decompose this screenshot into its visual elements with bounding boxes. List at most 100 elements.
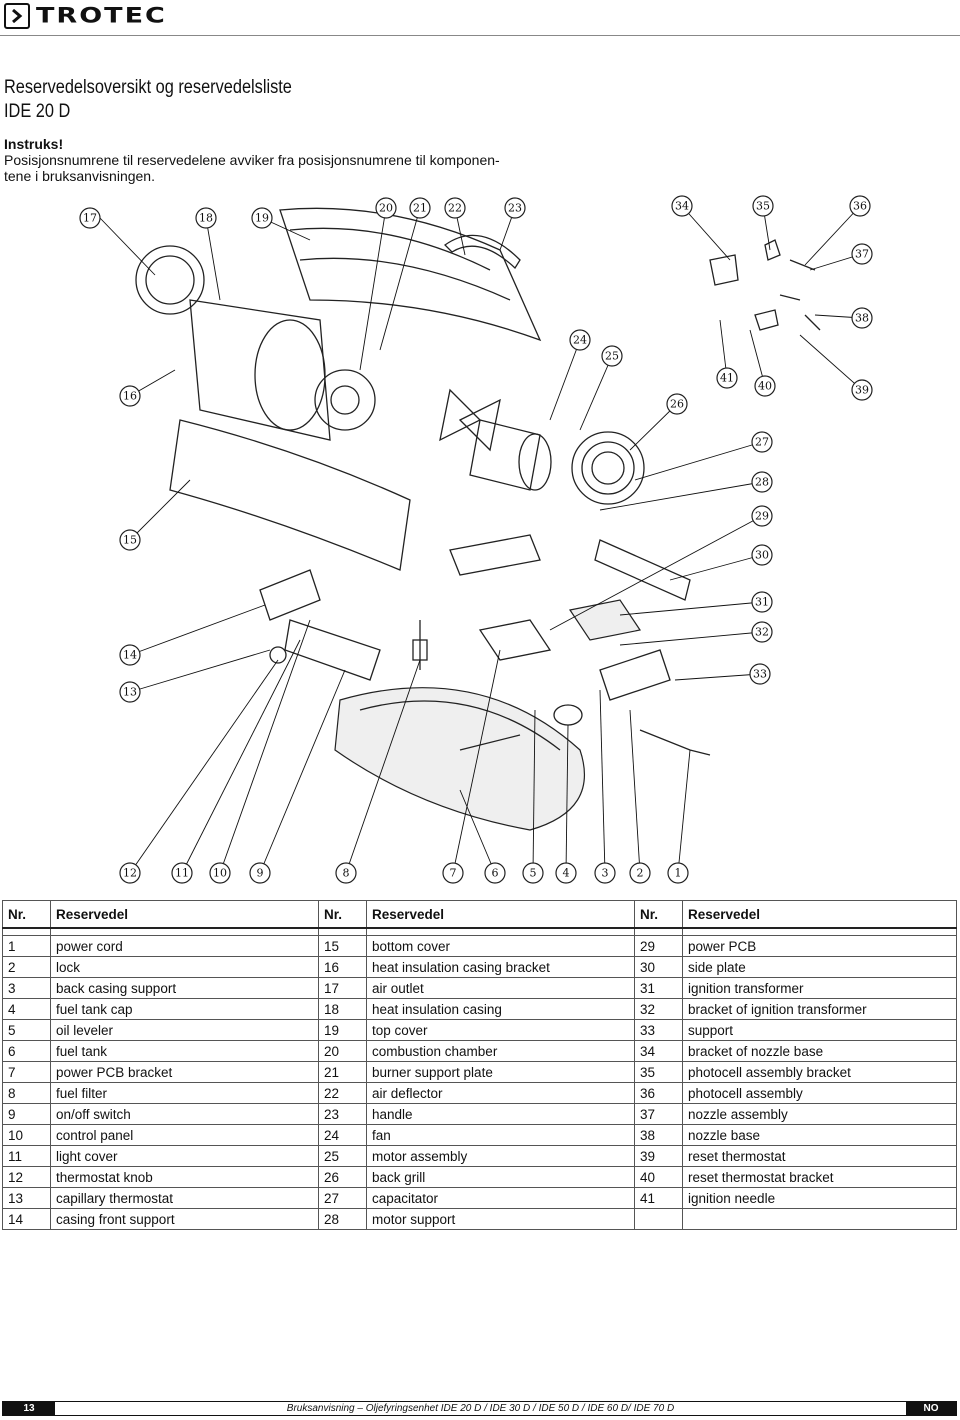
- cell-nr: 23: [318, 1103, 367, 1125]
- callout-23: 23: [504, 197, 526, 219]
- cell-nr: 21: [318, 1061, 367, 1083]
- cell-nr: 19: [318, 1019, 367, 1041]
- cell-nr: 7: [2, 1061, 51, 1083]
- callout-36: 36: [849, 195, 871, 217]
- callout-number: 38: [855, 312, 869, 325]
- cell-part-name: light cover: [50, 1145, 319, 1167]
- callout-17: 17: [79, 207, 101, 229]
- callout-12: 12: [119, 862, 141, 884]
- cell-nr: 28: [318, 1208, 367, 1230]
- cell-part-name: fuel filter: [50, 1082, 319, 1104]
- callout-22: 22: [444, 197, 466, 219]
- instruction-heading: Instruks!: [4, 136, 64, 152]
- cell-part-name: handle: [366, 1103, 635, 1125]
- cell-part-name: power PCB: [682, 935, 957, 957]
- callout-number: 10: [213, 867, 227, 880]
- cell-nr: 6: [2, 1040, 51, 1062]
- callout-8: 8: [335, 862, 357, 884]
- cell-nr: 13: [2, 1187, 51, 1209]
- cell-nr: 37: [634, 1103, 683, 1125]
- callout-40: 40: [754, 375, 776, 397]
- callout-number: 7: [450, 867, 457, 880]
- callout-number: 31: [755, 596, 769, 609]
- callout-20: 20: [375, 197, 397, 219]
- callout-number: 32: [755, 626, 769, 639]
- callout-29: 29: [751, 505, 773, 527]
- callout-39: 39: [851, 379, 873, 401]
- cell-part-name: fuel tank cap: [50, 998, 319, 1020]
- cell-part-name: power PCB bracket: [50, 1061, 319, 1083]
- cell-part-name: support: [682, 1019, 957, 1041]
- cell-part-name: capacitator: [366, 1187, 635, 1209]
- cell-part-name: bracket of nozzle base: [682, 1040, 957, 1062]
- cell-part-name: nozzle assembly: [682, 1103, 957, 1125]
- cell-nr: 38: [634, 1124, 683, 1146]
- language-badge: NO: [906, 1402, 956, 1415]
- header-nr-2: Nr.: [318, 900, 367, 929]
- callout-15: 15: [119, 529, 141, 551]
- cell-part-name: back grill: [366, 1166, 635, 1188]
- callout-number: 17: [83, 212, 97, 225]
- cell-nr: 12: [2, 1166, 51, 1188]
- title-line-1: Reservedelsoversikt og reservedelsliste: [4, 77, 292, 98]
- callout-31: 31: [751, 591, 773, 613]
- cell-nr: 4: [2, 998, 51, 1020]
- callout-7: 7: [442, 862, 464, 884]
- cell-part-name: air outlet: [366, 977, 635, 999]
- cell-nr: 1: [2, 935, 51, 957]
- cell-part-name: bottom cover: [366, 935, 635, 957]
- cell-part-name: photocell assembly: [682, 1082, 957, 1104]
- cell-part-name: [682, 1208, 957, 1230]
- callout-32: 32: [751, 621, 773, 643]
- callout-number: 2: [637, 867, 644, 880]
- cell-nr: 8: [2, 1082, 51, 1104]
- callout-6: 6: [484, 862, 506, 884]
- page-title: Reservedelsoversikt og reservedelsliste …: [4, 76, 292, 124]
- callout-number: 35: [756, 200, 770, 213]
- callout-number: 28: [755, 476, 769, 489]
- callout-number: 4: [563, 867, 570, 880]
- cell-nr: 2: [2, 956, 51, 978]
- callout-18: 18: [195, 207, 217, 229]
- cell-nr: 41: [634, 1187, 683, 1209]
- callout-number: 39: [855, 384, 869, 397]
- callout-number: 12: [123, 867, 137, 880]
- callout-number: 37: [855, 248, 869, 261]
- callout-number: 3: [602, 867, 609, 880]
- callout-30: 30: [751, 544, 773, 566]
- callout-13: 13: [119, 681, 141, 703]
- header-nr-3: Nr.: [634, 900, 683, 929]
- callout-number: 1: [675, 867, 682, 880]
- page-number: 13: [3, 1402, 55, 1415]
- cell-part-name: burner support plate: [366, 1061, 635, 1083]
- callout-1: 1: [667, 862, 689, 884]
- brand-chevron-icon: [4, 3, 30, 29]
- cell-part-name: heat insulation casing bracket: [366, 956, 635, 978]
- cell-part-name: motor support: [366, 1208, 635, 1230]
- callout-38: 38: [851, 307, 873, 329]
- cell-nr: 29: [634, 935, 683, 957]
- callout-number: 15: [123, 534, 137, 547]
- cell-nr: 31: [634, 977, 683, 999]
- cell-nr: 3: [2, 977, 51, 999]
- callout-number: 6: [492, 867, 499, 880]
- cell-nr: 39: [634, 1145, 683, 1167]
- cell-nr: 36: [634, 1082, 683, 1104]
- callout-19: 19: [251, 207, 273, 229]
- callout-27: 27: [751, 431, 773, 453]
- cell-nr: 11: [2, 1145, 51, 1167]
- callout-number: 25: [605, 350, 619, 363]
- cell-nr: 18: [318, 998, 367, 1020]
- cell-nr: 40: [634, 1166, 683, 1188]
- cell-nr: 27: [318, 1187, 367, 1209]
- cell-nr: 32: [634, 998, 683, 1020]
- callout-number: 29: [755, 510, 769, 523]
- callout-number: 22: [448, 202, 462, 215]
- cell-part-name: combustion chamber: [366, 1040, 635, 1062]
